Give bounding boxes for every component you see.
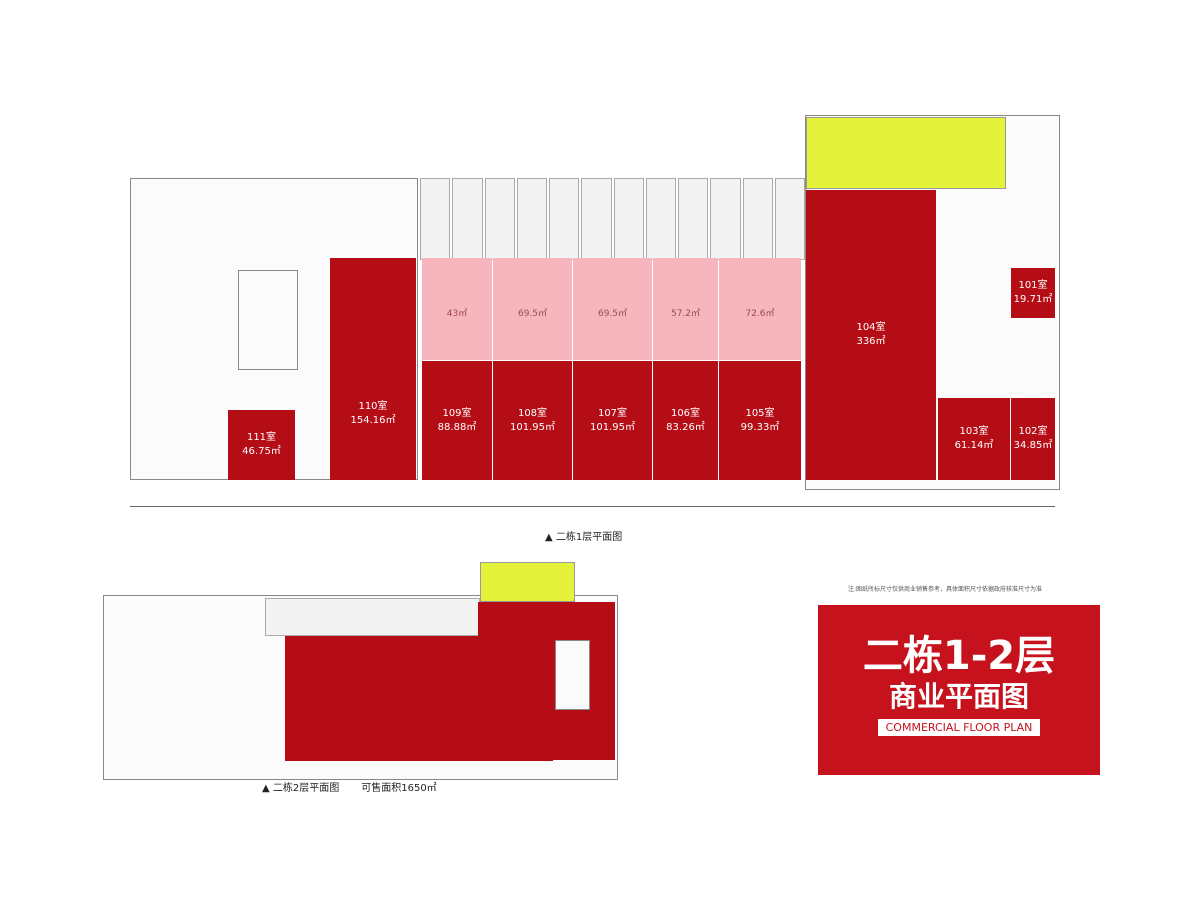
- mezzanine-106: 57.2㎡: [653, 258, 718, 360]
- title-english: COMMERCIAL FLOOR PLAN: [877, 719, 1041, 736]
- mezzanine-107: 69.5㎡: [573, 258, 652, 360]
- core-yellow-floor2: [480, 562, 575, 602]
- title-box: 二栋1-2层 商业平面图 COMMERCIAL FLOOR PLAN: [818, 605, 1100, 775]
- title-line2: 商业平面图: [888, 680, 1029, 713]
- mezzanine-108: 69.5㎡: [493, 258, 572, 360]
- core-yellow-floor1: [806, 117, 1006, 189]
- floor2-caption: ▲ 二栋2层平面图可售面积1650㎡: [262, 783, 437, 794]
- title-line1: 二栋1-2层: [862, 633, 1056, 679]
- saleable-area: 可售面积1650㎡: [361, 783, 437, 794]
- parking-strip: [420, 178, 805, 260]
- floor1-caption: ▲ 二栋1层平面图: [545, 532, 623, 543]
- floor2-parking: [265, 598, 480, 636]
- floor2-core: [555, 640, 590, 710]
- mezzanine-109: 43㎡: [422, 258, 492, 360]
- mezzanine-105: 72.6㎡: [719, 258, 801, 360]
- disclaimer-note: 注:图纸所标尺寸仅供商业销售参考，具体面积尺寸依据政府核准尺寸为准: [848, 586, 1043, 593]
- stair-core: [238, 270, 298, 370]
- floor2-commercial-area-east[interactable]: [478, 602, 615, 760]
- dimension-line: [130, 506, 1055, 507]
